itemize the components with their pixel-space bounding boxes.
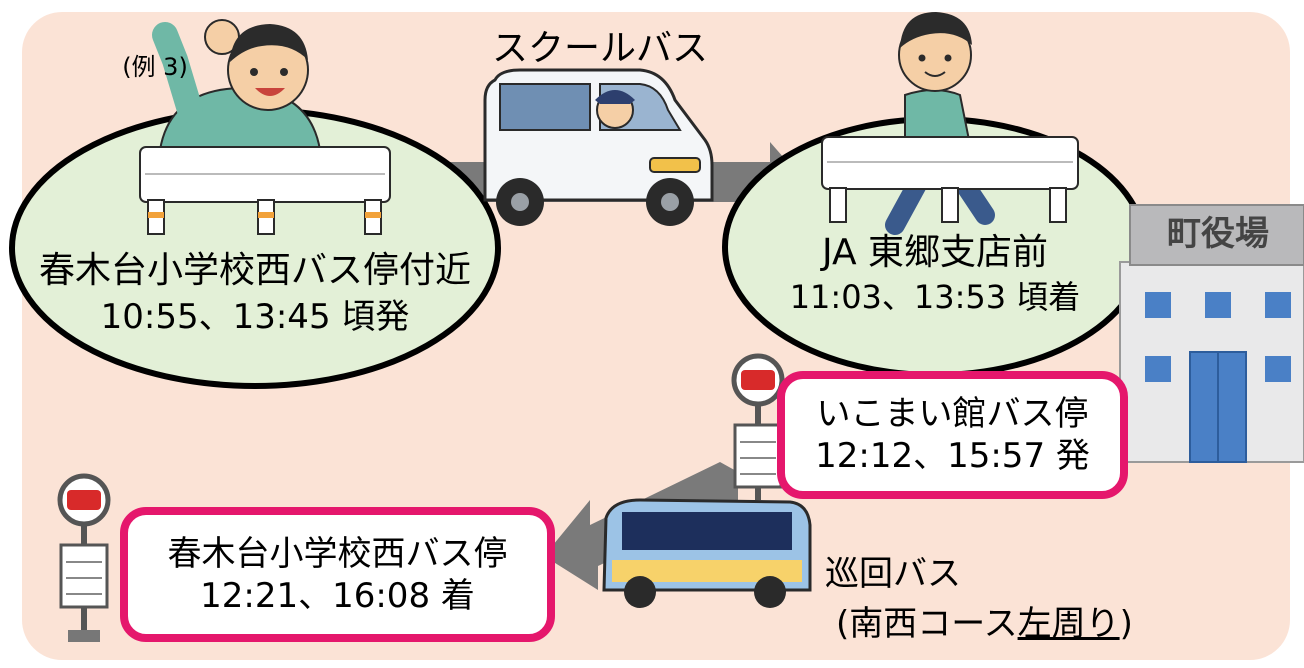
bus-stop-pole-ikomai [731, 353, 785, 500]
town-hall-building [1119, 204, 1304, 463]
arrival-stop-time: 11:03、13:53 頃着 [789, 278, 1081, 316]
loop-bus-label: 巡回バス [825, 554, 961, 594]
example-label: (例 3) [122, 53, 188, 81]
loop-bus-course-direction: 左周り [1017, 604, 1120, 644]
school-van [483, 68, 714, 226]
school-bus-label: スクールバス [491, 28, 708, 69]
final-stop-name: 春木台小学校西バス停 [167, 533, 508, 574]
bench-right [821, 136, 1079, 223]
ikomai-stop-name: いこまい館バス停 [816, 394, 1089, 434]
loop-bus-course-prefix: (南西コース [836, 604, 1018, 644]
town-hall-label: 町役場 [1167, 214, 1269, 254]
loop-bus [602, 498, 812, 608]
final-stop-box: 春木台小学校西バス停 12:21、16:08 着 [120, 507, 555, 642]
loop-bus-course: (南西コース左周り) [836, 604, 1196, 644]
departure-stop-time: 10:55、13:45 頃発 [100, 297, 410, 337]
final-stop-time: 12:21、16:08 着 [200, 575, 475, 616]
arrival-stop-name: JA 東郷支店前 [821, 232, 1049, 273]
ikomai-stop-time: 12:12、15:57 発 [815, 436, 1090, 476]
bus-stop-pole-final [57, 473, 111, 642]
departure-stop-name: 春木台小学校西バス停付近 [38, 250, 471, 291]
ikomai-stop-box: いこまい館バス停 12:12、15:57 発 [777, 371, 1128, 499]
loop-bus-course-suffix: ) [1119, 604, 1133, 644]
bench-left [139, 146, 391, 235]
